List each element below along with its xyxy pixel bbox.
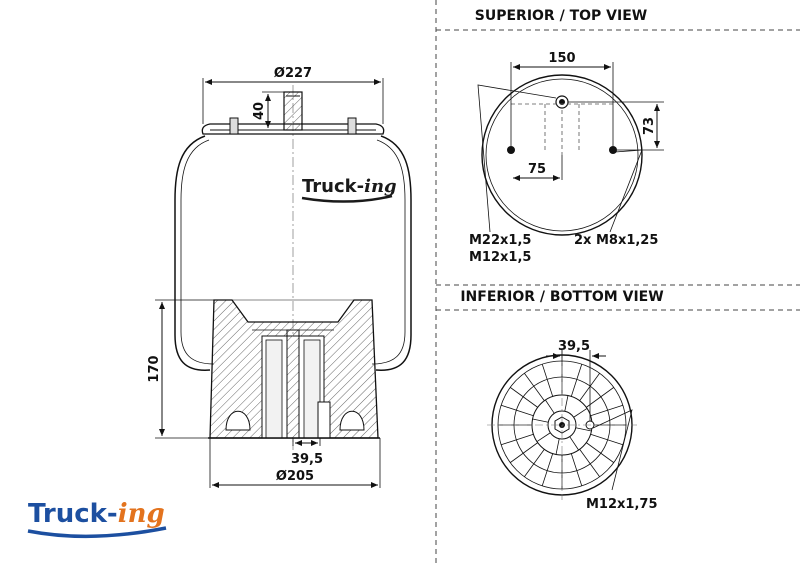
top-view: 150 75 73 M22x1,5 M12x1,5 2x M8x1,25 <box>469 51 664 265</box>
top-offset-label: 73 <box>642 117 657 135</box>
watermark-main: Truck- <box>302 176 364 197</box>
bottom-inner-rib <box>532 418 549 423</box>
top-width-label: 150 <box>548 51 575 66</box>
bottom-rib <box>579 449 600 478</box>
bottom-rib <box>501 404 534 417</box>
top-half-label: 75 <box>528 162 546 177</box>
bottom-inner-rib <box>564 395 569 412</box>
stud-height-label: 40 <box>252 102 267 120</box>
bottom-rib <box>541 453 554 486</box>
side-view: Ø227 40 170 39,5 Ø205 Truck-ing <box>147 66 412 488</box>
bottom-inner-rib <box>555 438 560 455</box>
bottom-rib <box>590 404 623 417</box>
watermark-logo: Truck-ing <box>301 176 397 203</box>
bottom-rib <box>586 442 615 463</box>
bottom-rib <box>501 433 534 446</box>
thread-m8: 2x M8x1,25 <box>574 233 658 248</box>
bottom-view-title: INFERIOR / BOTTOM VIEW <box>460 289 663 305</box>
bottom-inner-rib <box>573 408 588 418</box>
height-label: 170 <box>147 355 162 382</box>
thread-m12: M12x1,5 <box>469 250 531 265</box>
bottom-inner-rib <box>569 436 579 451</box>
svg-text:Truck-ing: Truck-ing <box>302 176 397 197</box>
brand-ing: ing <box>118 499 165 529</box>
top-view-title: SUPERIOR / TOP VIEW <box>475 8 647 24</box>
bottom-inner-rib <box>575 427 592 432</box>
bottom-view: 39,5 M12x1,75 <box>487 339 658 512</box>
top-diameter-label: Ø227 <box>274 66 312 81</box>
bottom-rib <box>524 372 545 401</box>
bottom-inner-rib <box>536 432 551 442</box>
bottom-rib <box>570 453 583 486</box>
bottom-rib <box>590 433 623 446</box>
bottom-thread-label: M12x1,75 <box>586 497 658 512</box>
bottom-rib <box>509 387 538 408</box>
brand-main: Truck- <box>28 499 118 529</box>
bottom-rib <box>570 364 583 397</box>
bottom-rib <box>524 449 545 478</box>
bottom-rib <box>509 442 538 463</box>
bottom-rib <box>541 364 554 397</box>
bottom-view-offset-label: 39,5 <box>558 339 590 354</box>
bottom-diameter-label: Ø205 <box>276 469 314 484</box>
bottom-rib <box>586 387 615 408</box>
brand-logo: Truck-ing <box>27 499 167 539</box>
watermark-ing: ing <box>364 176 397 197</box>
thread-m22: M22x1,5 <box>469 233 531 248</box>
svg-text:Truck-ing: Truck-ing <box>28 499 165 529</box>
bottom-inner-rib <box>545 399 555 414</box>
bottom-offset-label: 39,5 <box>291 452 323 467</box>
